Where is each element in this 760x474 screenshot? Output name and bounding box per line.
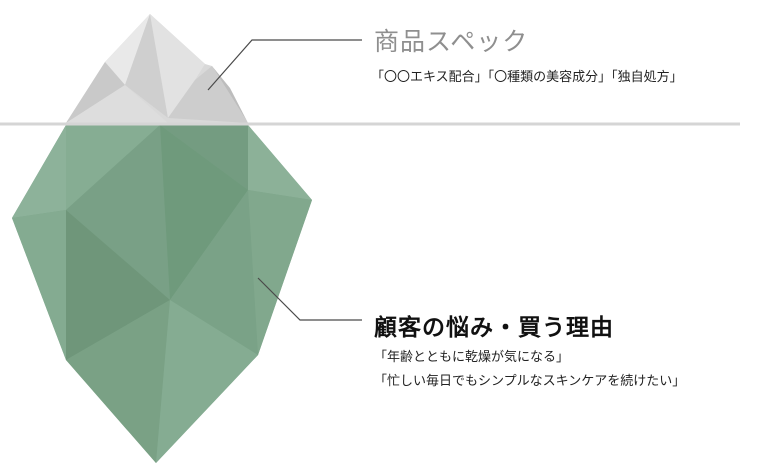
above-water-heading: 商品スペック bbox=[374, 27, 529, 56]
iceberg-body bbox=[12, 125, 312, 463]
below-water-heading: 顧客の悩み・買う理由 bbox=[374, 315, 614, 341]
below-water-line-2: 「忙しい毎日でもシンプルなスキンケアを続けたい」 bbox=[374, 374, 686, 389]
above-water-description: 「〇〇エキス配合」「〇種類の美容成分」「独自処方」 bbox=[371, 70, 683, 85]
leader-line-top bbox=[207, 39, 362, 91]
iceberg-tip bbox=[66, 14, 248, 123]
leader-line-bottom bbox=[257, 277, 362, 321]
below-water-line-1: 「年齢とともに乾燥が気になる」 bbox=[374, 350, 570, 365]
